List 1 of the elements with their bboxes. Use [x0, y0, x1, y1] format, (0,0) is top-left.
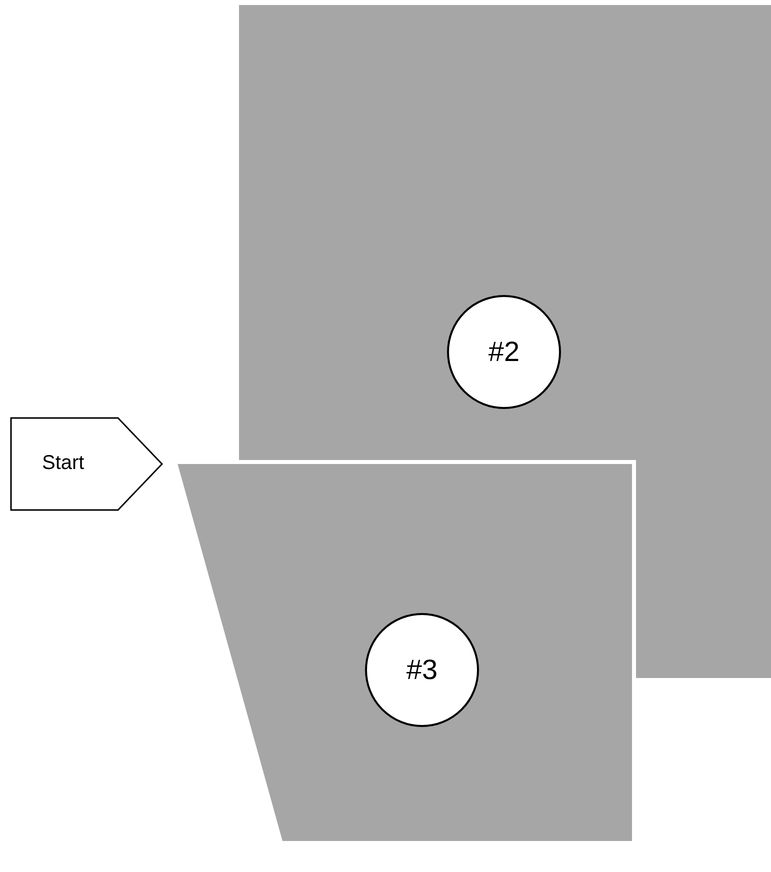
start-label: Start — [42, 452, 84, 475]
